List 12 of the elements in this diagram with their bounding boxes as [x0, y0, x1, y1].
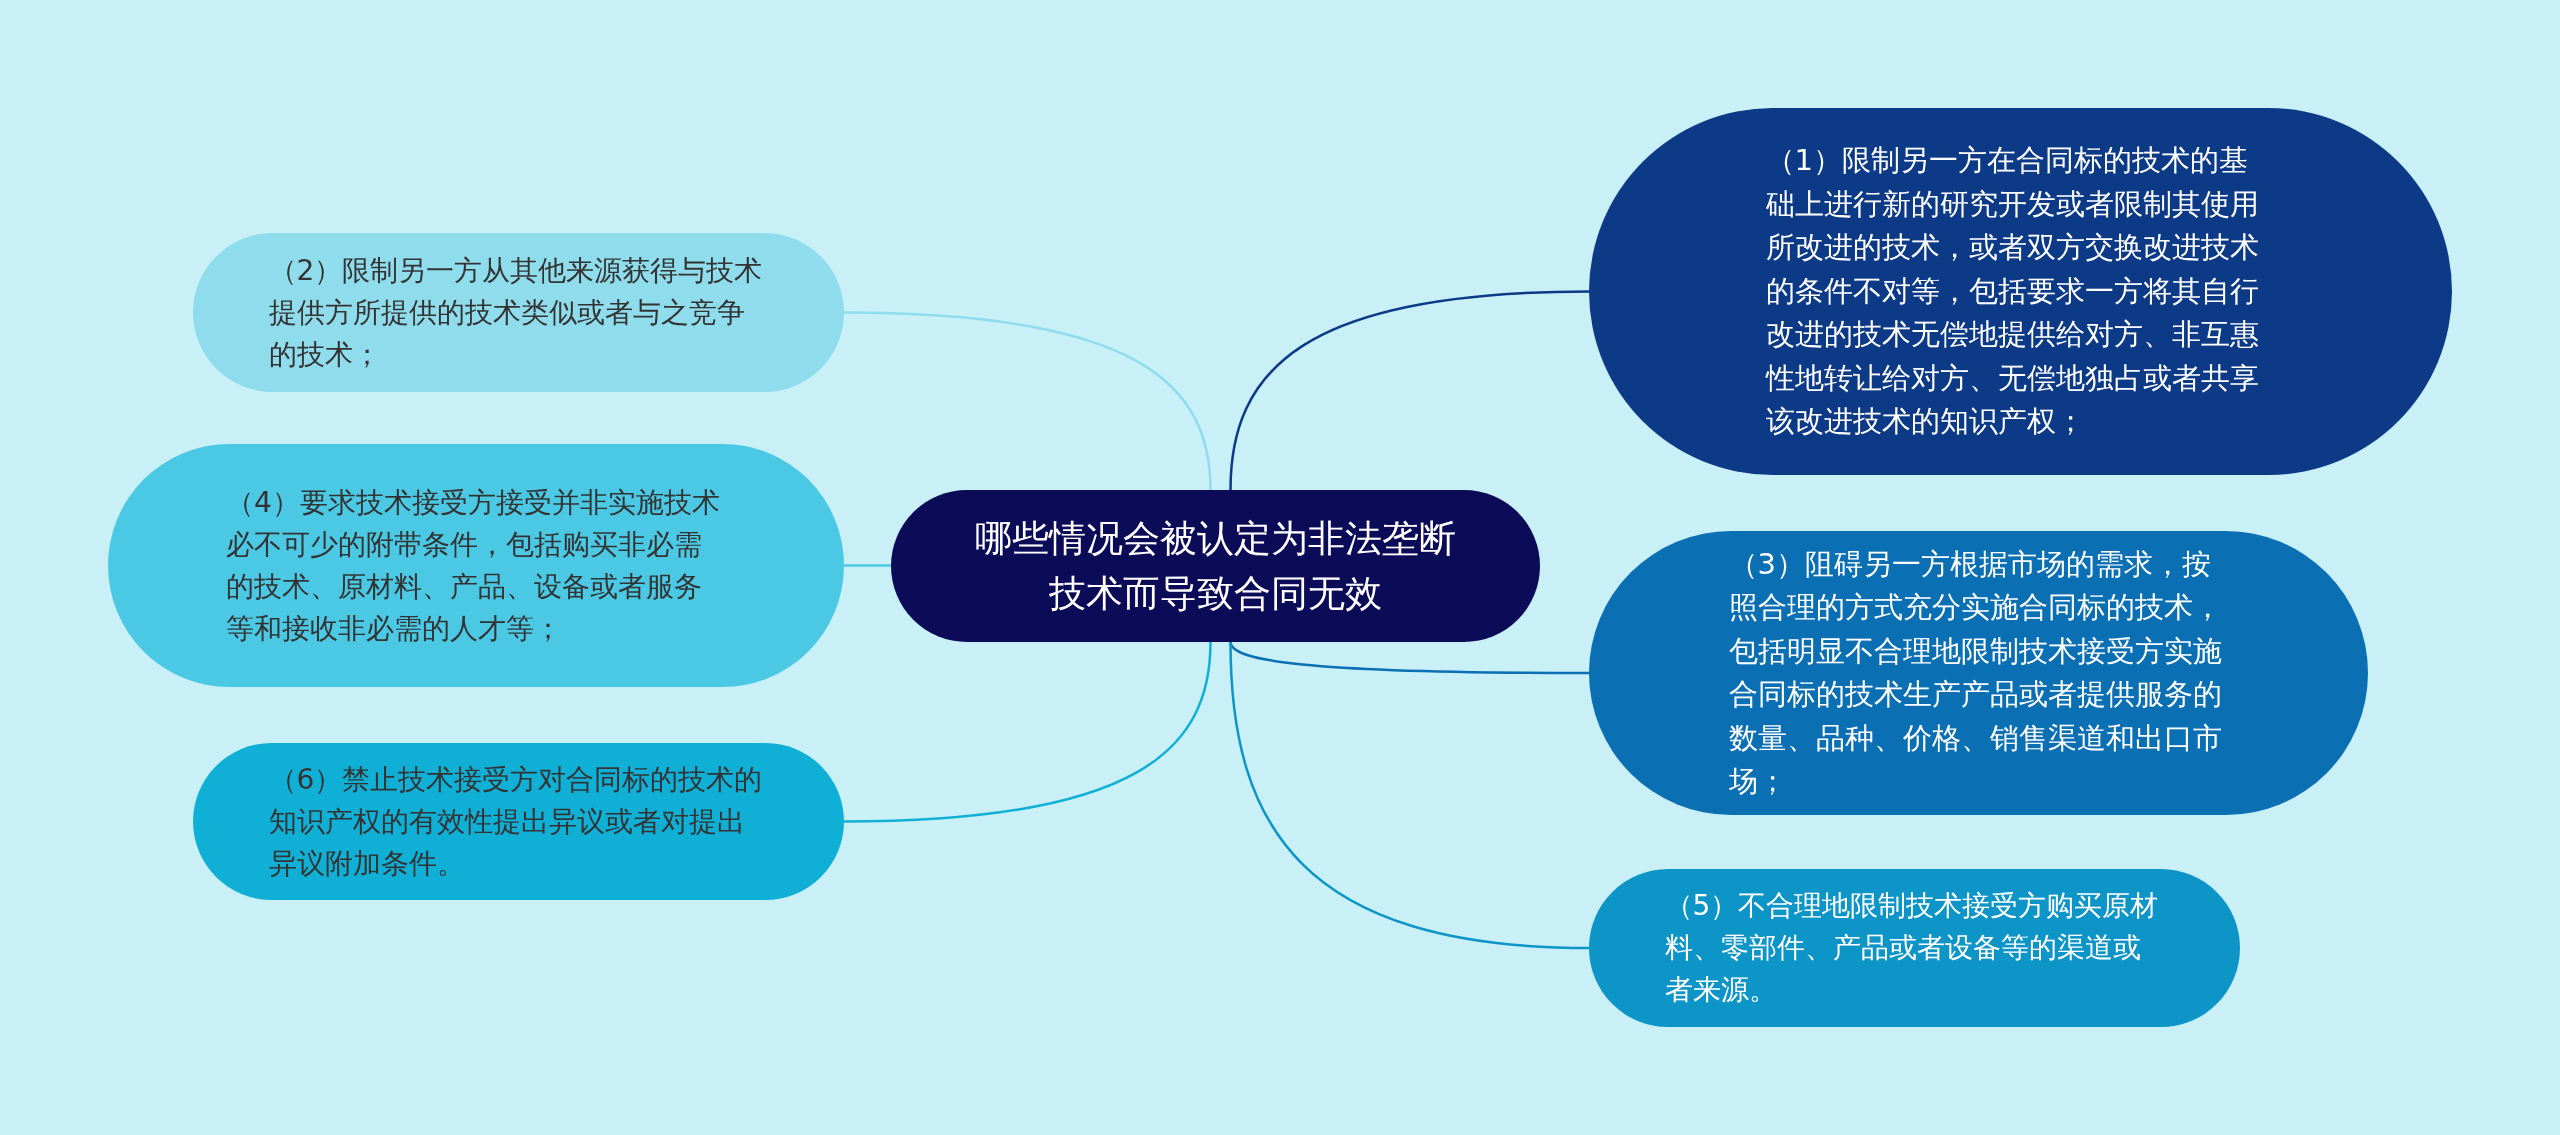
item-text: （5）不合理地限制技术接受方购买原材料、零部件、产品或者设备等的渠道或者来源。 [1664, 888, 2160, 1008]
item-text: （1）限制另一方在合同标的技术的基础上进行新的研究开发或者限制其使用所改进的技术，或者双方交换改进技术的条件不对等，包括要求一方将其自行改进的技术无偿地提供给对方、非互惠性地转让给对方、无偿地独占或者共享该改进技术的知识产权； [1765, 142, 2260, 441]
topic-text: 哪些情况会被认定为非法垄断技术而导致合同无效 [974, 515, 1457, 617]
item-text: （2）限制另一方从其他来源获得与技术提供方所提供的技术类似或者与之竞争的技术； [268, 252, 764, 373]
item-text: （6）禁止技术接受方对合同标的技术的知识产权的有效性提出异议或者对提出异议附加条件。 [268, 761, 764, 882]
connector-line [843, 641, 1212, 823]
connector-line [843, 311, 1212, 491]
connector-line [1229, 641, 1590, 950]
connector-line [844, 564, 891, 567]
item-text: （3）阻碍另一方根据市场的需求，按照合理的方式充分实施合同标的技术，包括明显不合理地限制技术接受方实施合同标的技术生产产品或者提供服务的数量、品种、价格、销售渠道和出口市场； [1728, 545, 2223, 800]
connector-line [1229, 290, 1590, 491]
item-text: （4）要求技术接受方接受并非实施技术必不可少的附带条件，包括购买非必需的技术、原材料、产品、设备或者服务等和接收非必需的人才等； [226, 484, 721, 647]
